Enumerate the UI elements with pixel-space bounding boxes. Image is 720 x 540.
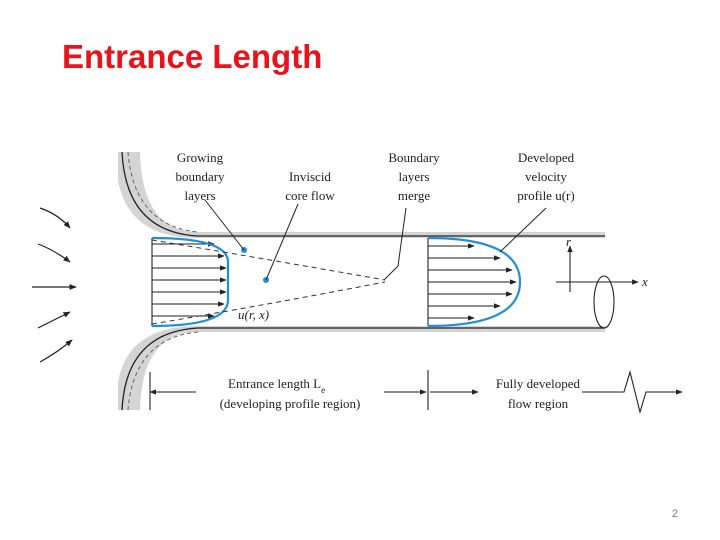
svg-text:core flow: core flow	[285, 188, 335, 203]
slide-title: Entrance Length	[62, 38, 323, 75]
svg-text:profile u(r): profile u(r)	[517, 188, 574, 203]
svg-text:boundary: boundary	[175, 169, 225, 184]
svg-text:Fully developed: Fully developed	[496, 376, 581, 391]
svg-text:merge: merge	[398, 188, 430, 203]
developed-profile	[427, 238, 517, 326]
svg-text:Growing: Growing	[177, 150, 224, 165]
pipe-cross-section	[593, 275, 615, 329]
svg-text:Inviscid: Inviscid	[289, 169, 331, 184]
svg-text:velocity: velocity	[525, 169, 567, 184]
label-u-r-x: u(r, x)	[238, 307, 269, 322]
page-number: 2	[671, 508, 678, 520]
label-growing-boundary-layers: Growing boundary layers	[175, 150, 225, 203]
svg-text:Entrance length Le: Entrance length Le	[228, 376, 325, 395]
svg-text:layers: layers	[398, 169, 429, 184]
label-entrance-length: Entrance length Le (developing profile r…	[220, 376, 361, 411]
pipe-walls	[118, 151, 605, 411]
inlet-profile	[151, 238, 227, 326]
parabolic-profile-curve	[427, 236, 522, 328]
boundary-layer-growth	[151, 239, 386, 325]
label-boundary-layers-merge: Boundary layers merge	[388, 150, 440, 203]
label-inviscid-core-flow: Inviscid core flow	[285, 169, 335, 203]
leader-lines	[204, 199, 547, 281]
length-indicators	[149, 369, 683, 415]
developing-profile-curve	[151, 236, 230, 328]
label-fully-developed-region: Fully developed flow region	[496, 376, 581, 411]
svg-text:Developed: Developed	[518, 150, 575, 165]
svg-text:layers: layers	[184, 188, 215, 203]
inflow-arrows	[32, 207, 77, 363]
axis-r-label: r	[566, 234, 572, 249]
label-developed-velocity-profile: Developed velocity profile u(r)	[517, 150, 574, 203]
svg-text:(developing profile region): (developing profile region)	[220, 396, 361, 411]
axis-x-label: x	[641, 274, 648, 289]
svg-text:flow region: flow region	[508, 396, 569, 411]
coordinate-axes	[556, 245, 639, 329]
svg-text:Boundary: Boundary	[388, 150, 440, 165]
